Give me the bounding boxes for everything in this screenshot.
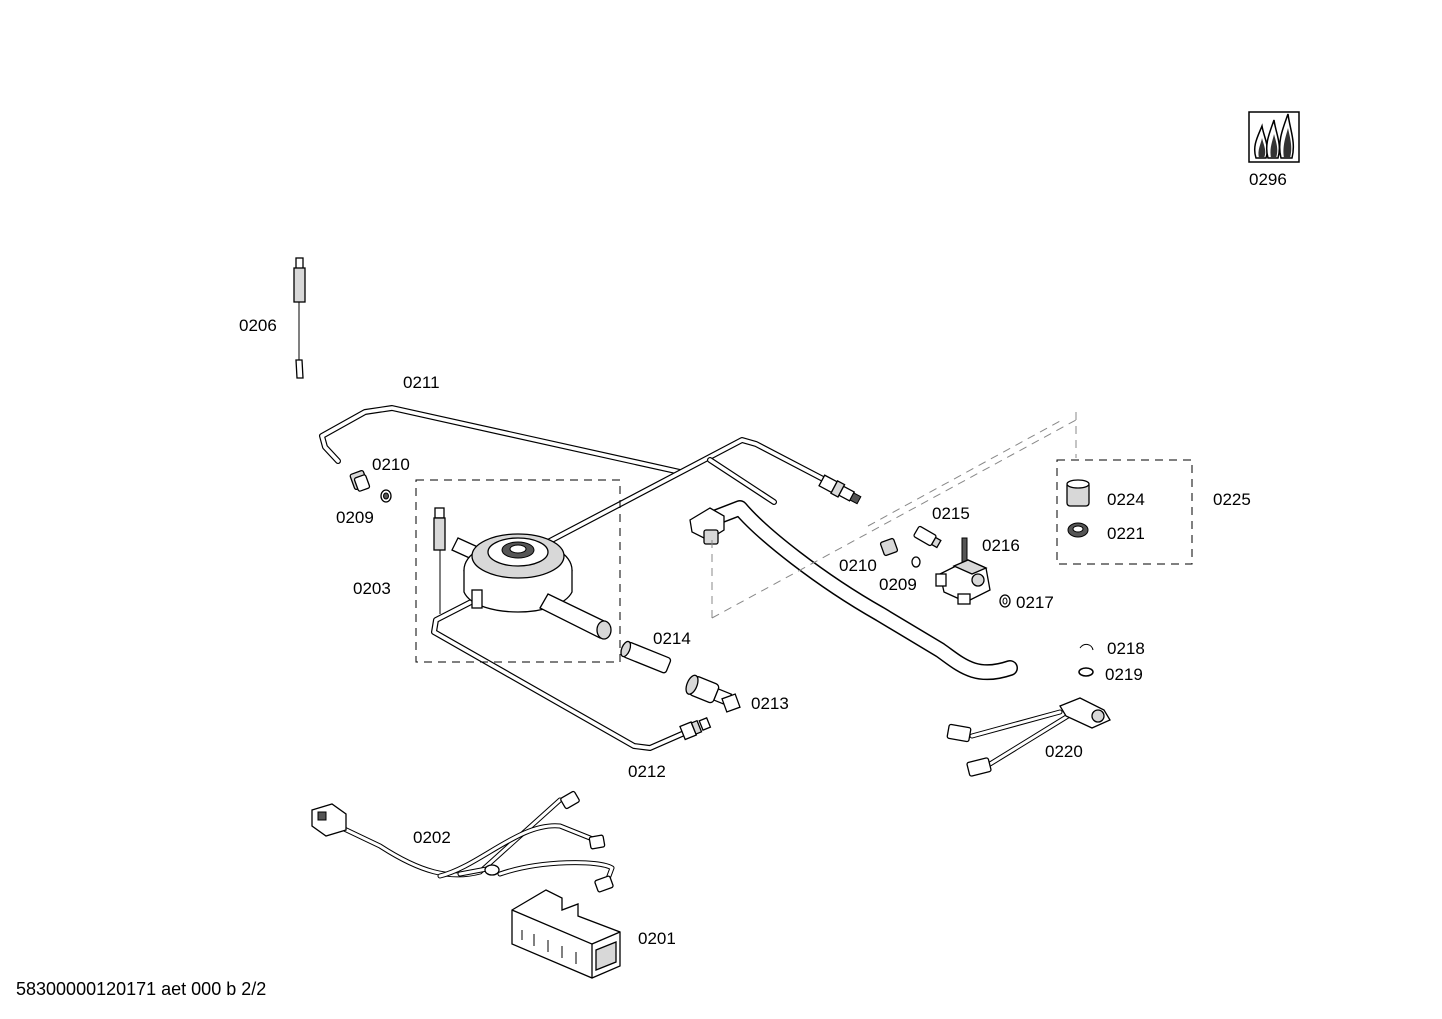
part-0221-seal bbox=[1067, 522, 1089, 538]
label-0203: 0203 bbox=[353, 579, 391, 598]
part-0224-nut bbox=[1066, 479, 1090, 507]
part-0216-valve bbox=[935, 537, 991, 605]
label-0221: 0221 bbox=[1107, 524, 1145, 543]
part-0217-washer bbox=[999, 594, 1011, 608]
label-0219: 0219 bbox=[1105, 665, 1143, 684]
label-0202: 0202 bbox=[413, 828, 451, 847]
drawing-reference-footer: 58300000120171 aet 000 b 2/2 bbox=[16, 979, 267, 999]
gas-flame-icon bbox=[1248, 111, 1300, 163]
label-0201: 0201 bbox=[638, 929, 676, 948]
part-0213-valve bbox=[685, 674, 741, 713]
flexible-gas-hose bbox=[689, 500, 1018, 681]
label-0218: 0218 bbox=[1107, 639, 1145, 658]
label-0209-left: 0209 bbox=[336, 508, 374, 527]
label-0209-right: 0209 bbox=[879, 575, 917, 594]
part-0211-pipe bbox=[319, 405, 683, 475]
part-0214-tube bbox=[620, 640, 672, 674]
label-0212: 0212 bbox=[628, 762, 666, 781]
label-0225: 0225 bbox=[1213, 490, 1251, 509]
part-0209-fitting-left bbox=[380, 489, 392, 503]
label-0296: 0296 bbox=[1249, 170, 1287, 189]
part-0219-ring bbox=[1078, 667, 1094, 677]
group-0203-box bbox=[415, 479, 621, 663]
part-0220-switch bbox=[946, 697, 1111, 777]
part-0210-fitting-right bbox=[879, 537, 899, 557]
label-0213: 0213 bbox=[751, 694, 789, 713]
part-0202-harness bbox=[311, 790, 615, 893]
label-0215: 0215 bbox=[932, 504, 970, 523]
label-0216: 0216 bbox=[982, 536, 1020, 555]
part-0209-fitting-right bbox=[911, 556, 921, 568]
part-0201-igniter bbox=[511, 889, 621, 979]
part-0215-jet bbox=[913, 525, 942, 549]
label-0211: 0211 bbox=[403, 373, 440, 392]
label-0210-left: 0210 bbox=[372, 455, 410, 474]
part-0210-fitting-left bbox=[349, 470, 371, 492]
part-0203-burner bbox=[433, 507, 612, 640]
part-0206-probe bbox=[293, 257, 306, 379]
label-0220: 0220 bbox=[1045, 742, 1083, 761]
part-0218-clip bbox=[1079, 643, 1094, 651]
label-0210-right: 0210 bbox=[839, 556, 877, 575]
label-0206: 0206 bbox=[239, 316, 277, 335]
label-0217: 0217 bbox=[1016, 593, 1054, 612]
part-0212-pipe bbox=[431, 437, 862, 751]
label-0214: 0214 bbox=[653, 629, 691, 648]
group-0225-box bbox=[1056, 459, 1193, 565]
label-0224: 0224 bbox=[1107, 490, 1145, 509]
